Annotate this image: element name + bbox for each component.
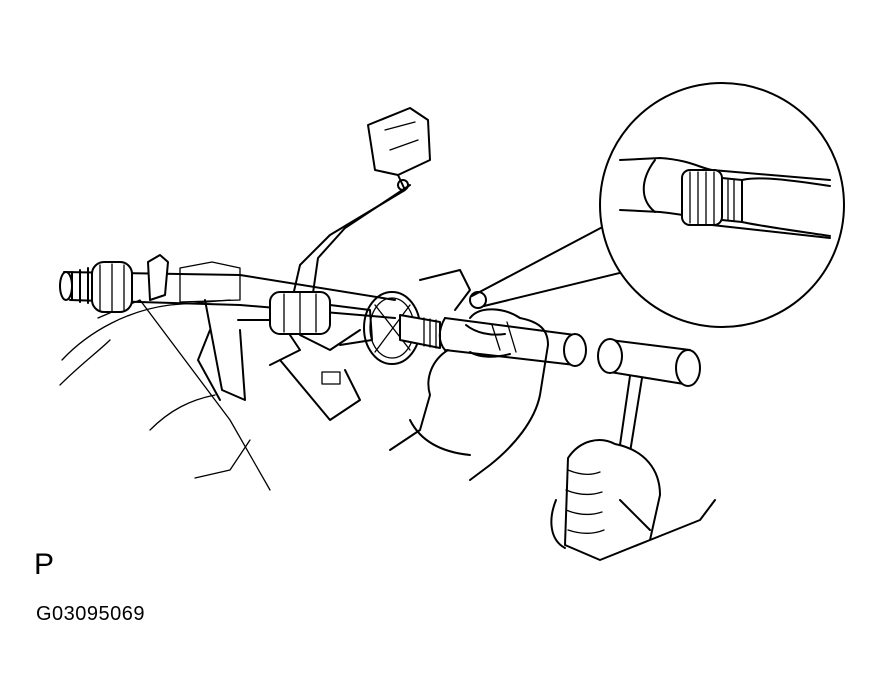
right-hand — [550, 439, 716, 561]
left-hand — [389, 308, 549, 481]
magnified-detail-icon — [599, 82, 845, 328]
hammer — [597, 338, 701, 503]
bench-outline — [59, 299, 271, 491]
callout — [469, 221, 641, 309]
pedal-bracket — [291, 107, 431, 301]
shaft — [399, 314, 587, 367]
view-label: P — [34, 548, 55, 581]
figure-id: G03095069 — [36, 603, 146, 625]
steering-column — [59, 254, 471, 421]
